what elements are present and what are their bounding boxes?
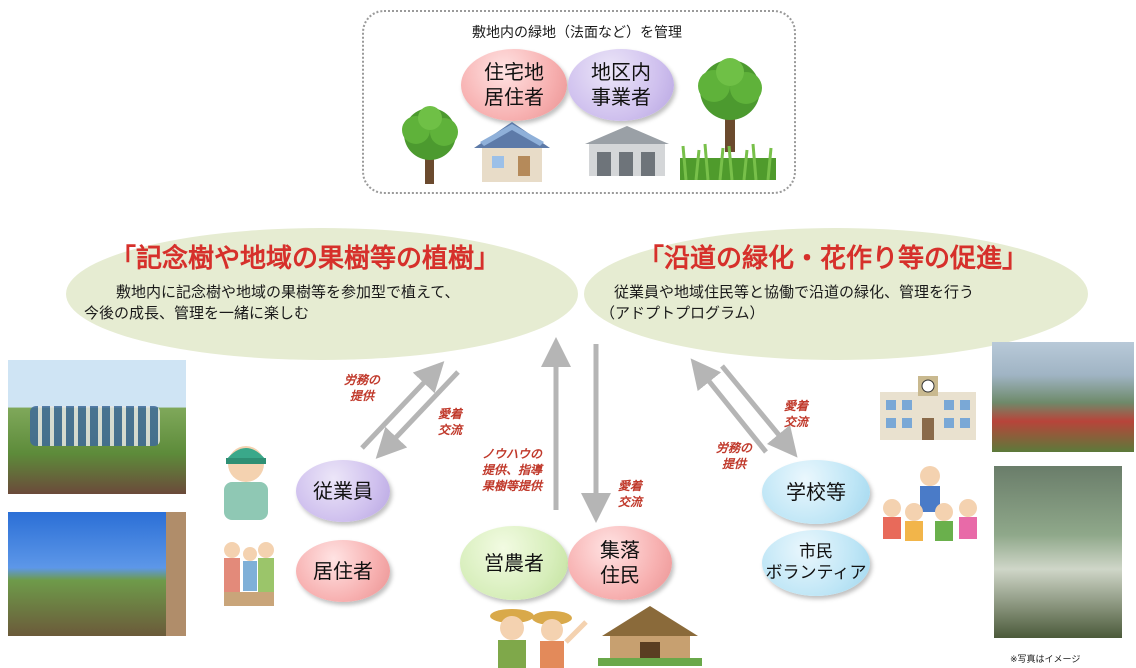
residents-actor-circle: 居住者	[296, 540, 390, 602]
flowerbed-photo	[992, 342, 1134, 452]
businesses-circle: 地区内 事業者	[568, 49, 674, 121]
gardening-photo	[994, 466, 1122, 638]
label-left-up: 労務の 提供	[343, 373, 380, 403]
school-icon	[880, 376, 976, 440]
farmhouse-icon	[598, 606, 702, 666]
left-program-title: 「記念樹や地域の果樹等の植樹」	[110, 244, 501, 274]
residents-circle: 住宅地 居住者	[461, 49, 567, 121]
label-right-up: 労務の 提供	[715, 441, 752, 471]
top-box-title: 敷地内の緑地（法面など）を管理	[472, 25, 682, 41]
left-program-ellipse	[66, 228, 578, 360]
left-program-line1: 敷地内に記念樹や地域の果樹等を参加型で植えて、	[116, 283, 460, 301]
house-icon	[474, 122, 550, 182]
right-program-line2: （アドプトプログラム）	[600, 304, 765, 322]
warehouse-icon	[585, 126, 669, 176]
farmers-circle: 営農者	[460, 526, 568, 600]
right-program-ellipse	[584, 228, 1088, 360]
label-center-up: ノウハウの 提供、指導 果樹等提供	[481, 447, 542, 493]
right-program-title: 「沿道の緑化・花作り等の促進」	[638, 244, 1029, 274]
arrow-right-down	[720, 364, 798, 458]
employees-circle: 従業員	[296, 460, 390, 522]
left-program-line2: 今後の成長、管理を一緒に楽しむ	[84, 304, 310, 322]
footnote: ※写真はイメージ	[1010, 655, 1081, 665]
schools-circle: 学校等	[762, 460, 870, 524]
arrow-left-up	[360, 361, 445, 450]
volunteers-circle: 市民 ボランティア	[762, 530, 870, 596]
tree-icon	[698, 58, 762, 152]
villagers-circle: 集落 住民	[568, 526, 672, 600]
arrow-right-up	[690, 358, 768, 454]
farmers-icon	[490, 609, 588, 668]
top-box	[362, 10, 796, 194]
right-program-line1: 従業員や地域住民等と協働で沿道の緑化、管理を行う	[614, 283, 975, 301]
children-icon	[883, 466, 977, 541]
label-left-down: 愛着 交流	[437, 407, 462, 437]
orchard-photo	[8, 512, 186, 636]
tree-icon	[402, 106, 458, 184]
label-center-down: 愛着 交流	[617, 479, 642, 509]
worker-icon	[224, 446, 268, 520]
arrow-left-down	[375, 370, 460, 459]
planting-photo	[8, 360, 186, 494]
family-icon	[224, 542, 274, 606]
grass-icon	[680, 143, 776, 180]
label-right-down: 愛着 交流	[783, 399, 808, 429]
